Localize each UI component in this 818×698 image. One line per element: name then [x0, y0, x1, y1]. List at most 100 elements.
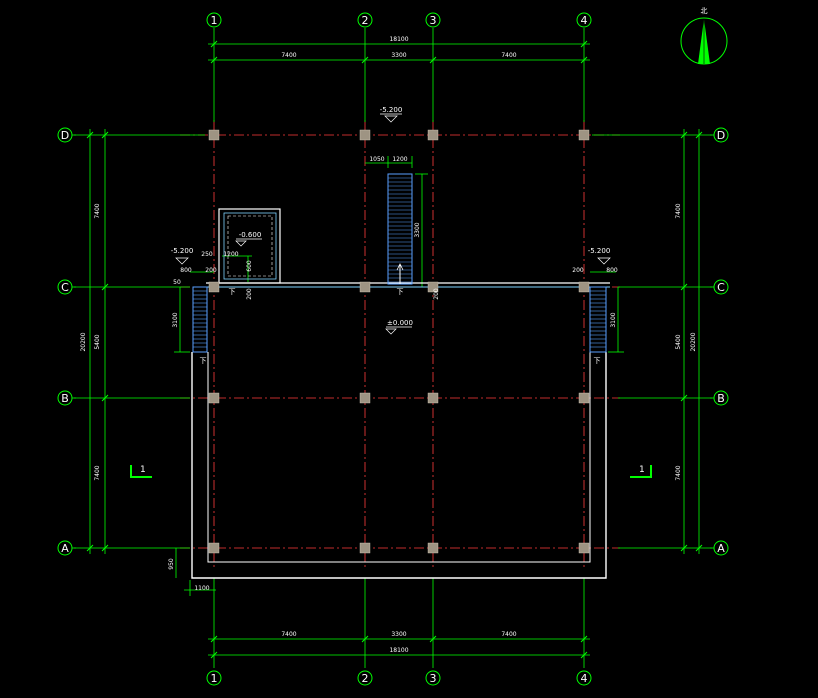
svg-text:-5.200: -5.200: [171, 247, 194, 255]
dim-stair-top-w2: 1200: [392, 156, 407, 163]
column-B4: [578, 392, 590, 404]
axis-label-row-A-right: A: [717, 542, 725, 555]
dim-top-span-3: 7400: [501, 52, 516, 59]
pit-stair-down-label: 下: [229, 288, 236, 296]
north-label: 北: [701, 7, 708, 15]
dim-left-250: 250: [201, 251, 213, 258]
level-marker-left: -5.200: [171, 247, 194, 265]
dim-left-total: 20200: [80, 332, 87, 351]
axis-label-col-4-bottom: 4: [581, 672, 588, 685]
axis-label-row-C-left: C: [61, 281, 69, 294]
dim-offset-1100: 1100: [194, 585, 209, 592]
stair-left: [192, 286, 208, 353]
dim-right-span-1: 7400: [675, 203, 682, 218]
dim-left-span-3: 7400: [94, 465, 101, 480]
axis-label-row-B-left: B: [61, 392, 69, 405]
dim-wall-200-c: 200: [433, 288, 440, 300]
dim-bottom-span-2: 3300: [391, 631, 406, 638]
dim-stair-left-w: 800: [180, 267, 192, 274]
dimension-lines: [74, 28, 712, 668]
column-D3: [427, 129, 439, 141]
dim-left-span-1: 7400: [94, 203, 101, 218]
column-D1: [208, 129, 220, 141]
level-markers: -5.200 -5.200 -5.200 -0.600 ±0.000: [171, 106, 611, 335]
dim-pit-w: 1200: [223, 251, 238, 258]
dim-stair-right-len: 3100: [610, 312, 617, 327]
bubble-leaders: [72, 134, 714, 549]
dimension-ticks: [86, 40, 703, 659]
axis-label-col-3-bottom: 3: [430, 672, 437, 685]
walls: [191, 208, 610, 579]
stair-direction-labels: 下 下 下 下: [200, 288, 601, 365]
column-A4: [578, 542, 590, 554]
level-marker-top: -5.200: [380, 106, 403, 123]
dim-top-total: 18100: [389, 36, 408, 43]
dim-bottom-span-3: 7400: [501, 631, 516, 638]
pit-outer-wall: [218, 208, 281, 284]
svg-text:1: 1: [639, 465, 645, 475]
dim-left-span-2: 5400: [94, 334, 101, 349]
axis-label-row-B-right: B: [717, 392, 725, 405]
svg-text:1: 1: [140, 465, 146, 475]
stair-right: [589, 286, 607, 353]
dim-offset-950: 950: [168, 558, 175, 570]
axis-label-col-4-top: 4: [581, 14, 588, 27]
stair-top: [387, 173, 413, 285]
axis-labels: 1 2 3 4 1 2 3 4 D C B A D C B A: [61, 14, 725, 685]
stair-top-down-label: 下: [397, 288, 404, 296]
svg-text:±0.000: ±0.000: [387, 319, 413, 327]
svg-text:-5.200: -5.200: [588, 247, 611, 255]
stair-right-down-label: 下: [594, 357, 601, 365]
column-B2: [359, 392, 371, 404]
dim-pit-wall: 200: [246, 288, 253, 300]
pit-inner-wall: [223, 212, 277, 280]
axis-label-col-1-top: 1: [211, 14, 218, 27]
axis-label-col-3-top: 3: [430, 14, 437, 27]
column-D4: [578, 129, 590, 141]
stair-left-down-label: 下: [200, 357, 207, 365]
axis-label-row-C-right: C: [717, 281, 725, 294]
north-arrow: 北: [680, 7, 728, 65]
column-D2: [359, 129, 371, 141]
column-B1: [208, 392, 220, 404]
dim-left-50: 50: [173, 279, 181, 286]
axis-label-col-1-bottom: 1: [211, 672, 218, 685]
dim-stair-right-w: 800: [606, 267, 618, 274]
column-C4: [578, 281, 590, 293]
section-mark-left: 1: [130, 465, 152, 478]
level-marker-floor: ±0.000: [385, 319, 413, 335]
column-C1: [208, 281, 220, 293]
dim-bottom-total: 18100: [389, 647, 408, 654]
column-A2: [359, 542, 371, 554]
svg-text:-0.600: -0.600: [239, 231, 262, 239]
dim-stair-left-len: 3100: [172, 312, 179, 327]
column-A3: [427, 542, 439, 554]
column-B3: [427, 392, 439, 404]
dim-right-total: 20200: [690, 332, 697, 351]
level-marker-right: -5.200: [588, 247, 611, 265]
dim-top-span-2: 3300: [391, 52, 406, 59]
column-C3: [427, 281, 439, 293]
dim-stair-top-w1: 1050: [369, 156, 384, 163]
dim-right-span-2: 5400: [675, 334, 682, 349]
section-mark-right: 1: [630, 465, 652, 478]
axis-label-row-D-left: D: [61, 129, 69, 142]
axis-label-col-2-bottom: 2: [362, 672, 369, 685]
columns: [208, 129, 590, 554]
level-marker-pit: -0.600: [235, 231, 262, 247]
svg-text:-5.200: -5.200: [380, 106, 403, 114]
dim-pit-h: 600: [246, 260, 253, 272]
dim-right-200: 200: [572, 267, 584, 274]
dim-right-span-3: 7400: [675, 465, 682, 480]
axis-label-row-D-right: D: [717, 129, 725, 142]
dim-bottom-span-1: 7400: [281, 631, 296, 638]
axis-lines: [180, 120, 620, 570]
dim-left-200: 200: [205, 267, 217, 274]
dim-top-span-1: 7400: [281, 52, 296, 59]
axis-label-col-2-top: 2: [362, 14, 369, 27]
column-C2: [359, 281, 371, 293]
column-A1: [208, 542, 220, 554]
dimension-texts: 18100 7400 3300 7400 7400 3300 7400 1810…: [80, 36, 697, 654]
dim-stair-top-len: 3300: [414, 222, 421, 237]
